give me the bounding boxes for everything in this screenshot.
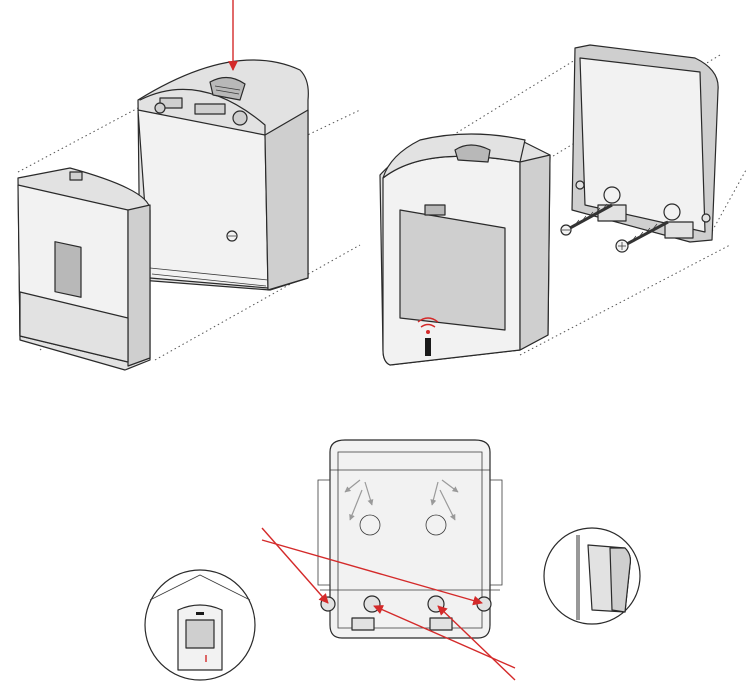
detector-side-inset — [544, 528, 640, 624]
motion-detector-assembled — [380, 134, 550, 365]
panel-open-housing — [18, 0, 360, 370]
bracket-front-view — [318, 440, 502, 638]
panel-mounting-holes — [145, 440, 640, 680]
detector-front-inset — [145, 570, 255, 680]
lens-window — [55, 242, 81, 298]
wall-bracket — [572, 45, 718, 242]
sensor-front-cover — [18, 168, 150, 370]
guide-line — [520, 245, 730, 355]
panel-wall-mounting — [380, 45, 746, 365]
guide-line — [18, 108, 138, 172]
sensor-back-housing — [138, 60, 308, 290]
guide-line — [710, 170, 746, 235]
